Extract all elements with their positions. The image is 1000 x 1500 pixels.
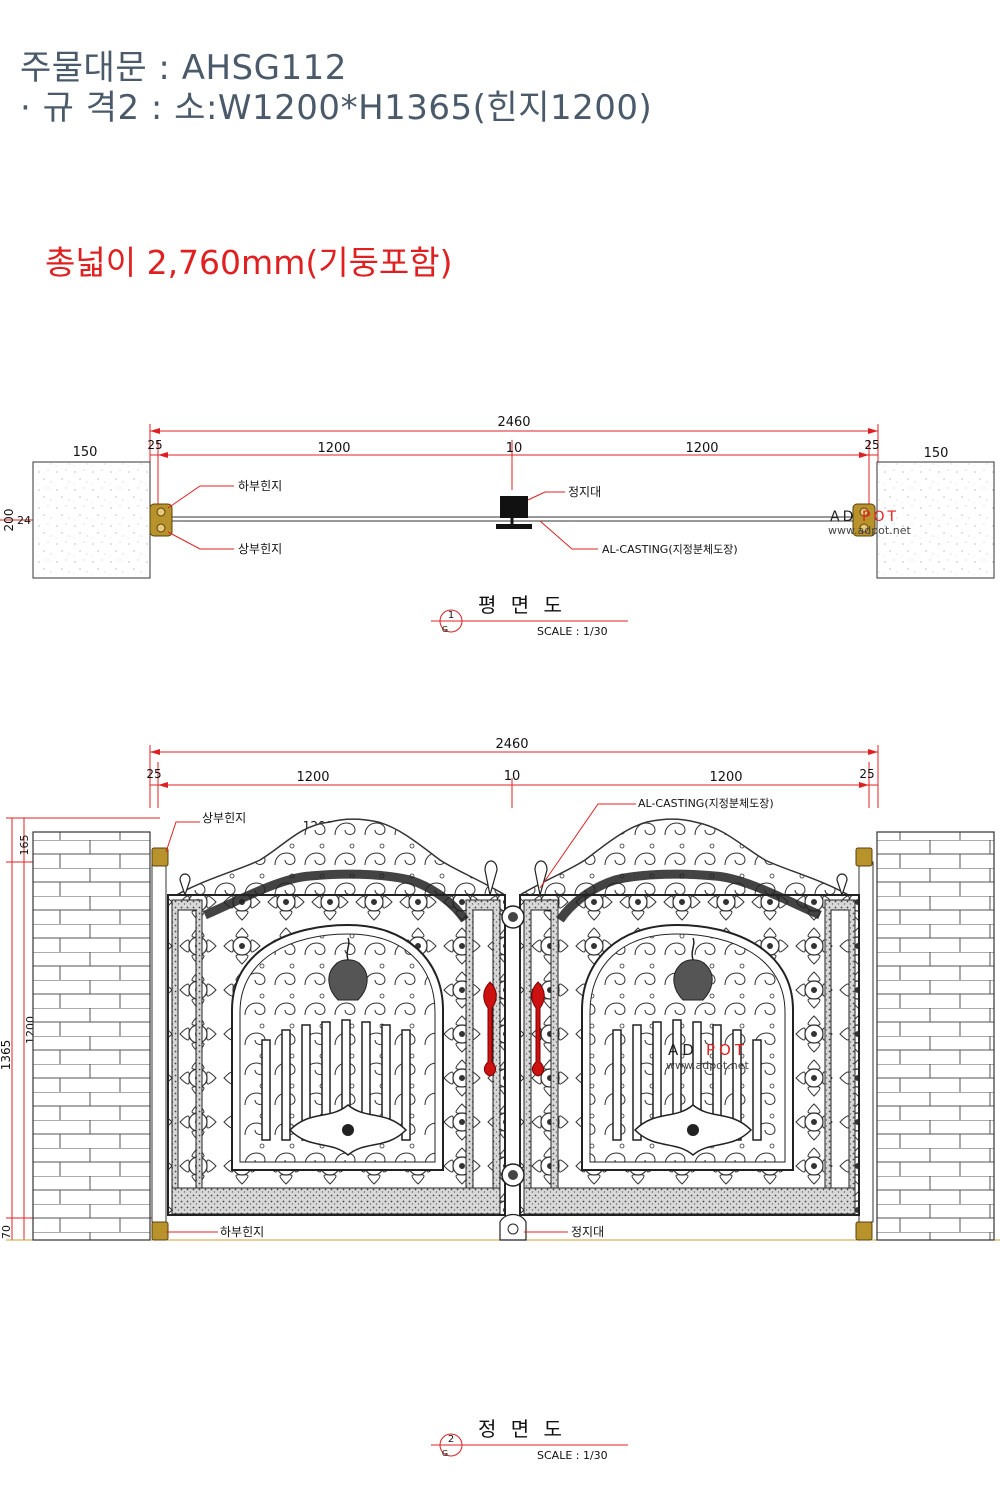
plan-view-number: 1 <box>448 610 454 621</box>
elev-dimension-ticks <box>150 749 878 788</box>
elev-leaders <box>165 803 636 1233</box>
plan-pillar-right-width: 150 <box>924 446 949 461</box>
plan-watermark-url: www.adpot.net <box>828 524 911 537</box>
plan-dim-left-leaf: 1200 <box>317 441 350 456</box>
plan-view-title: 평 면 도 <box>478 593 566 617</box>
elev-handle-right <box>531 981 545 1077</box>
plan-pillar-left <box>32 461 151 579</box>
plan-view-scale: SCALE : 1/30 <box>537 625 608 638</box>
plan-gate-thickness: 24 <box>17 514 31 527</box>
plan-dim-total: 2460 <box>497 415 530 430</box>
plan-watermark-suffix: POT <box>862 509 899 525</box>
elev-watermark-prefix: AD <box>668 1041 698 1059</box>
elev-upper-hinge-left <box>151 847 169 867</box>
plan-label-lower-hinge: 하부힌지 <box>238 479 282 493</box>
plan-label-upper-hinge: 상부힌지 <box>238 542 282 556</box>
elev-view-number: 2 <box>448 1434 454 1445</box>
elev-dim-top: 165 <box>18 835 31 856</box>
elev-hinge-post-right <box>858 861 874 1223</box>
plan-pillar-right <box>876 461 995 579</box>
plan-dim-gap: 10 <box>506 441 523 456</box>
plan-view-sheet: G <box>442 625 448 634</box>
elev-lower-hinge-right <box>855 1221 873 1241</box>
elev-watermark: AD POT www.adpot.net <box>666 1041 749 1072</box>
plan-dim-right-offset: 25 <box>864 438 879 452</box>
elev-gate-leaf-left <box>167 818 506 1216</box>
elevation-view: 2460 25 1200 10 1200 25 1200 165 1200 13… <box>0 737 1000 1462</box>
elev-pillar-left <box>32 831 151 1241</box>
plan-leaders <box>167 485 598 550</box>
elev-label-stopper: 정지대 <box>571 1225 604 1239</box>
elev-dim-overall-height: 1365 <box>0 1040 13 1071</box>
elev-pillar-right <box>876 831 995 1241</box>
elev-watermark-url: www.adpot.net <box>666 1059 749 1072</box>
plan-watermark: AD POT www.adpot.net <box>828 509 911 537</box>
elev-label-upper-hinge: 상부힌지 <box>202 811 246 825</box>
elev-view-title: 정 면 도 <box>478 1417 566 1441</box>
total-width-note: 총넓이 2,760mm(기둥포함) <box>45 243 453 282</box>
plan-view: 2460 25 1200 10 1200 25 150 150 200 24 <box>0 415 995 638</box>
elev-handles <box>483 981 545 1077</box>
plan-view-caption: 1 G 평 면 도 SCALE : 1/30 <box>431 593 628 638</box>
elev-label-material: AL-CASTING(지정분체도장) <box>638 797 774 810</box>
plan-hinge-right <box>852 503 876 537</box>
plan-label-material: AL-CASTING(지정분체도장) <box>602 543 738 556</box>
elev-view-sheet: G <box>442 1449 448 1458</box>
elev-dim-total: 2460 <box>495 737 528 752</box>
plan-hinge-left <box>149 503 173 537</box>
plan-dim-right-leaf: 1200 <box>685 441 718 456</box>
elev-dim-left-offset: 25 <box>146 767 161 781</box>
plan-pillar-depth: 200 <box>2 509 16 532</box>
elev-lower-hinge-left <box>151 1221 169 1241</box>
plan-watermark-prefix: AD <box>830 509 856 525</box>
plan-pillar-left-width: 150 <box>73 445 98 460</box>
plan-stopper <box>496 496 532 529</box>
elev-view-caption: 2 G 정 면 도 SCALE : 1/30 <box>431 1417 628 1462</box>
elev-dim-gap: 10 <box>504 769 521 784</box>
elev-dim-left-leaf: 1200 <box>296 770 329 785</box>
elev-dim-bottom: 70 <box>0 1225 13 1239</box>
plan-dim-left-offset: 25 <box>147 438 162 452</box>
plan-dimension-ticks <box>150 428 878 458</box>
elev-watermark-suffix: POT <box>706 1041 748 1059</box>
elev-view-scale: SCALE : 1/30 <box>537 1449 608 1462</box>
elev-dim-right-offset: 25 <box>859 767 874 781</box>
elev-label-lower-hinge: 하부힌지 <box>220 1225 264 1239</box>
elev-dimension-lines <box>6 745 1000 1241</box>
elev-hinge-post-left <box>151 861 167 1223</box>
elev-handle-left <box>483 981 497 1077</box>
elev-gate-leaf-right <box>519 818 860 1216</box>
elev-medallions <box>501 905 525 1187</box>
product-spec: · 규 격2 : 소:W1200*H1365(힌지1200) <box>20 88 653 128</box>
elev-upper-hinge-right <box>855 847 873 867</box>
plan-label-stopper: 정지대 <box>568 485 601 499</box>
elev-stopper <box>499 1213 527 1241</box>
elev-finials <box>179 860 848 897</box>
elev-dim-right-leaf: 1200 <box>709 770 742 785</box>
product-title: 주물대문 : AHSG112 <box>20 48 347 88</box>
elev-hinges <box>151 847 873 1241</box>
